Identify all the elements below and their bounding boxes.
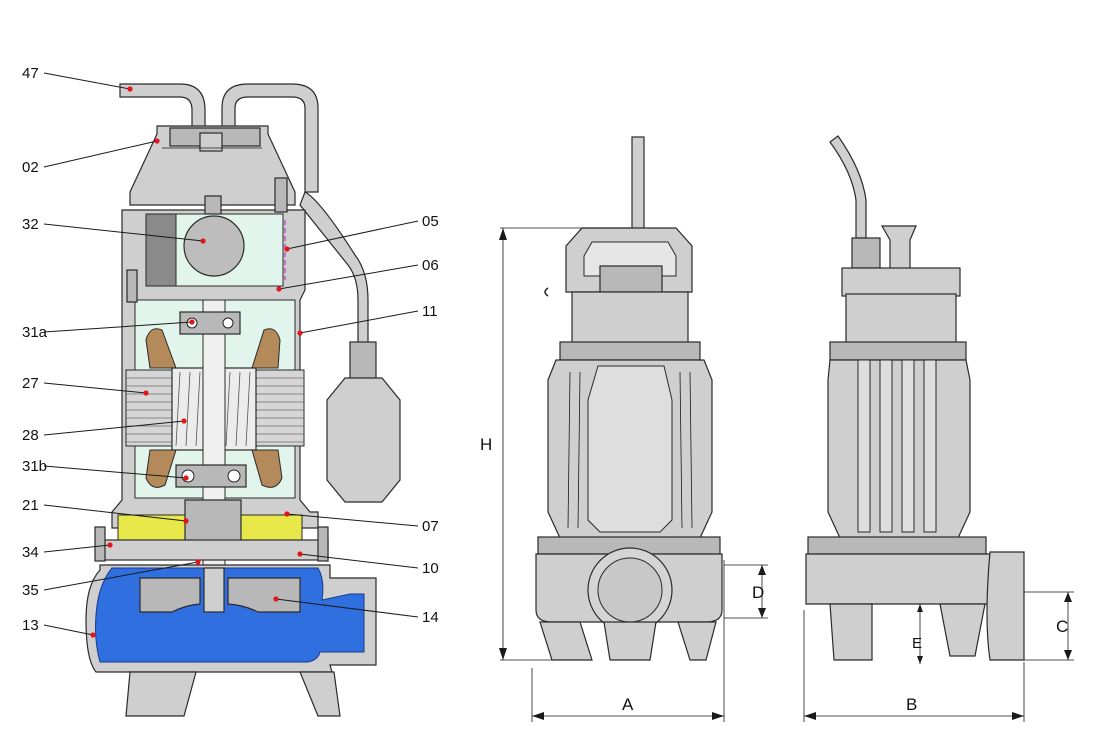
callout-07: 07 (422, 518, 439, 535)
callout-06: 06 (422, 257, 439, 274)
float-cable (299, 191, 369, 346)
callout-05: 05 (422, 213, 439, 230)
callout-11: 11 (422, 303, 438, 320)
foot-right (299, 671, 341, 717)
callout-31a: 31a (22, 324, 48, 341)
side-feet (829, 603, 986, 661)
handle-cable (119, 83, 206, 129)
winding-bottom-left (145, 449, 177, 488)
callout-02: 02 (22, 159, 39, 176)
foot-left (125, 671, 197, 717)
bearing-lower (175, 464, 247, 488)
callout-34: 34 (22, 544, 39, 561)
dim-D: D (752, 583, 764, 602)
capacitor (183, 215, 245, 277)
callout-35: 35 (22, 582, 39, 599)
side-motor-body (827, 359, 971, 539)
reference-dots (90, 86, 303, 638)
callout-13: 13 (22, 617, 39, 634)
callout-14: 14 (422, 609, 439, 626)
dim-B: B (906, 695, 917, 714)
callout-28: 28 (22, 427, 39, 444)
side-upper-body (841, 267, 961, 297)
front-view: H A D (480, 136, 768, 722)
side-outlet-flange (986, 551, 1025, 661)
callout-32: 32 (22, 216, 39, 233)
side-handle (880, 225, 917, 271)
callout-31b: 31b (22, 458, 47, 475)
front-feet (539, 621, 717, 661)
callout-21: 21 (22, 497, 39, 514)
float-switch (326, 377, 401, 503)
callout-47: 47 (22, 65, 39, 82)
callout-27: 27 (22, 375, 39, 392)
dim-A: A (622, 695, 634, 714)
front-cable (631, 136, 645, 230)
float-collar (349, 341, 377, 383)
side-pump-casing (805, 553, 991, 605)
front-upper-body (571, 291, 689, 345)
winding-top-right (251, 328, 281, 369)
dim-E: E (912, 635, 922, 652)
winding-top-left (145, 328, 177, 369)
side-view: B C E (803, 135, 1074, 722)
dim-H: H (480, 435, 492, 454)
impeller (139, 577, 301, 613)
dim-C: C (1056, 617, 1068, 636)
winding-bottom-right (251, 449, 283, 488)
sectional-view: 47 02 32 31a 27 28 31b 21 34 35 13 05 06… (22, 65, 439, 717)
callout-10: 10 (422, 560, 439, 577)
side-cable (829, 135, 867, 239)
